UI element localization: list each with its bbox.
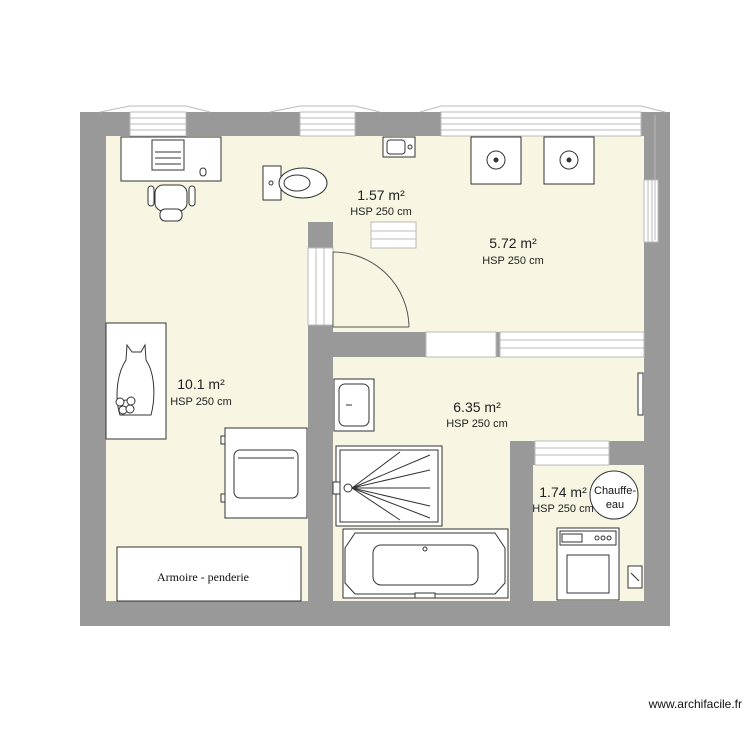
crib [220, 427, 308, 519]
archifacile-watermark[interactable]: www.archifacile.fr [648, 697, 742, 711]
openings [307, 221, 645, 358]
bathtub-icon [342, 528, 509, 599]
bathroom-area: 6.35 m² [453, 399, 501, 415]
hand-basin-icon [382, 136, 416, 158]
wardrobe: Armoire - penderie [116, 546, 302, 602]
electric-panel-icon [627, 565, 643, 589]
window-utility-top [534, 440, 610, 466]
room-labels: 10.1 m² HSP 250 cm 1.57 m² HSP 250 cm 5.… [170, 187, 594, 515]
bedroom-hsp: HSP 250 cm [170, 396, 232, 408]
water-heater-label-1: Chauffe- [594, 485, 636, 497]
door-swing [332, 251, 410, 328]
water-heater: Chauffe- eau [589, 470, 639, 520]
utility-area: 1.74 m² [539, 484, 587, 500]
toilet-icon [262, 165, 328, 201]
washbasin-icon [333, 378, 375, 432]
laundry-bath-opening-2 [499, 331, 645, 358]
bathroom-floor [333, 357, 644, 441]
wardrobe-label: Armoire - penderie [157, 570, 249, 584]
bathroom-hsp: HSP 250 cm [446, 418, 508, 430]
laundry-bath-opening-1 [425, 331, 497, 358]
desk [120, 136, 222, 182]
dryer-icon [556, 527, 620, 601]
laptop-icon [151, 139, 185, 171]
laundry-area: 5.72 m² [489, 235, 537, 251]
window-laundry-side [643, 179, 659, 243]
wc-area: 1.57 m² [357, 187, 405, 203]
office-chair-icon [147, 184, 196, 222]
wc-opening [370, 221, 417, 249]
wc-hsp: HSP 250 cm [350, 206, 412, 218]
radiator-icon [637, 372, 644, 416]
utility-hsp: HSP 250 cm [532, 503, 594, 515]
baby-sleeping-bag [105, 322, 167, 440]
bedroom-opening [307, 247, 334, 326]
water-heater-label-2: eau [606, 499, 624, 511]
laundry-hsp: HSP 250 cm [482, 255, 544, 267]
shower-tray-icon [332, 445, 443, 527]
bedroom-area: 10.1 m² [177, 376, 225, 392]
washing-machine-icon [470, 136, 595, 185]
